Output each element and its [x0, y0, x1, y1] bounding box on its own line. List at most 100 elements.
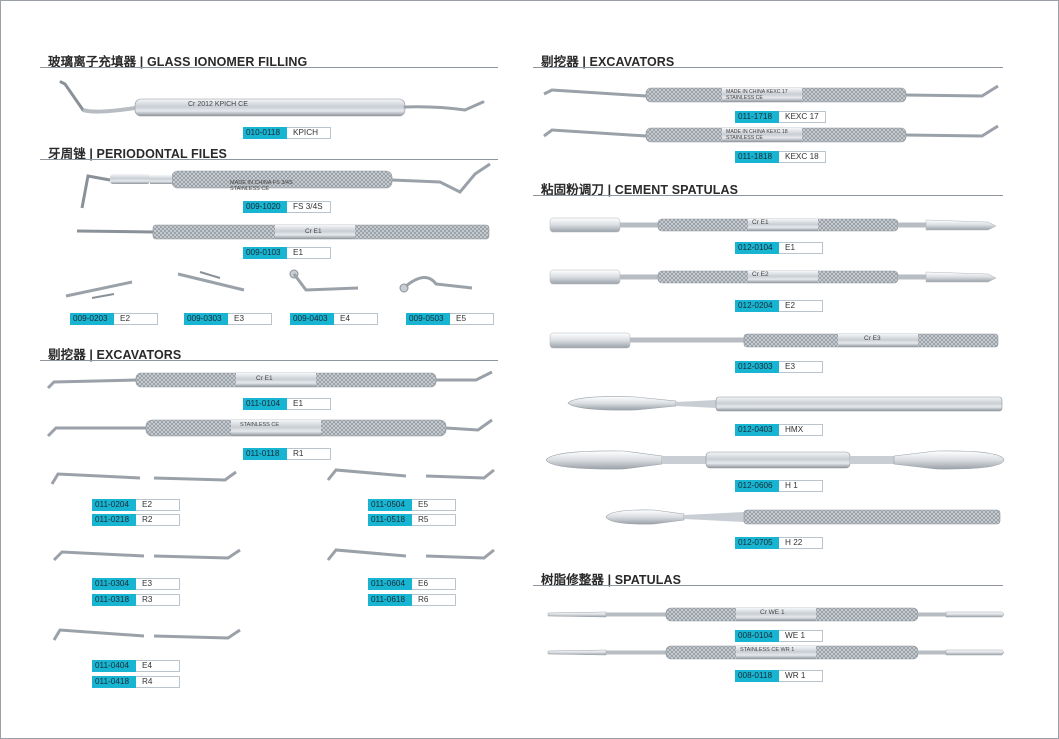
item-code: 011-1818: [735, 151, 779, 163]
item-model: WE 1: [779, 630, 823, 642]
spatula-wr1-instrument-image: [547, 645, 1005, 660]
item-code: 011-0204: [92, 499, 136, 511]
tag-excav-e1: 011-0104 E1: [243, 398, 331, 410]
item-code: 011-0118: [243, 448, 287, 460]
item-model: E3: [228, 313, 272, 325]
tag-spatula-we1: 008-0104 WE 1: [735, 630, 823, 642]
item-model: E2: [136, 499, 180, 511]
excav-e5-r5-tip-image: [326, 468, 495, 481]
item-code: 011-0304: [92, 578, 136, 590]
cement-e2-instrument-image: [549, 269, 997, 285]
tag-excav-r4: 011-0418 R4: [92, 676, 180, 688]
spatula-we1-engraving: Cr WE 1: [760, 609, 785, 616]
section-title-excavators-right: 剔挖器 | EXCAVATORS: [541, 55, 675, 69]
section-rule: [40, 67, 498, 68]
item-code: 011-0604: [368, 578, 412, 590]
item-code: 012-0705: [735, 537, 779, 549]
tag-excav-e4: 011-0404 E4: [92, 660, 180, 672]
tag-spatula-wr1: 008-0118 WR 1: [735, 670, 823, 682]
item-model: FS 3/4S: [287, 201, 331, 213]
tag-perio-e1: 009-0103 E1: [243, 247, 331, 259]
tag-cement-h22: 012-0705 H 22: [735, 537, 823, 549]
section-title-spatulas: 树脂修整器 | SPATULAS: [541, 573, 682, 587]
item-code: 008-0118: [735, 670, 779, 682]
item-model: KPICH: [287, 127, 331, 139]
item-model: H 1: [779, 480, 823, 492]
item-code: 011-0104: [243, 398, 287, 410]
item-model: E1: [287, 247, 331, 259]
item-code: 012-0303: [735, 361, 779, 373]
cement-e3-instrument-image: [549, 332, 999, 349]
tag-excav-e5: 011-0504 E5: [368, 499, 456, 511]
section-title-periodontal-files: 牙周锉 | PERIODONTAL FILES: [48, 147, 227, 161]
section-title-excavators-left: 剔挖器 | EXCAVATORS: [48, 348, 182, 362]
perio-e3-tip-image: [177, 271, 245, 292]
excav-e2-r2-tip-image: [50, 470, 237, 485]
item-code: 008-0104: [735, 630, 779, 642]
tag-fs34s: 009-1020 FS 3/4S: [243, 201, 331, 213]
excav-e1-instrument-image: [46, 370, 493, 390]
item-model: E5: [450, 313, 494, 325]
item-model: E5: [412, 499, 456, 511]
tag-excav-r6: 011-0618 R6: [368, 594, 456, 606]
item-code: 011-1718: [735, 111, 779, 123]
item-code: 011-0318: [92, 594, 136, 606]
tag-cement-e2: 012-0204 E2: [735, 300, 823, 312]
excav-e6-r6-tip-image: [326, 548, 495, 561]
item-model: E4: [136, 660, 180, 672]
item-code: 009-0503: [406, 313, 450, 325]
item-model: E3: [136, 578, 180, 590]
tag-excav-r5: 011-0518 R5: [368, 514, 456, 526]
item-code: 011-0418: [92, 676, 136, 688]
item-code: 012-0606: [735, 480, 779, 492]
fs34s-instrument-image: [80, 162, 491, 209]
item-model: R2: [136, 514, 180, 526]
item-code: 011-0218: [92, 514, 136, 526]
item-model: E6: [412, 578, 456, 590]
cement-e3-engraving: Cr E3: [864, 335, 881, 342]
section-title-glass-ionomer: 玻璃离子充填器 | GLASS IONOMER FILLING: [48, 55, 308, 69]
item-code: 012-0104: [735, 242, 779, 254]
kexc17-engraving: MADE IN CHINA KEXC 17 STAINLESS CE: [726, 89, 788, 101]
excav-r1-engraving: STAINLESS CE: [240, 422, 280, 428]
tag-excav-e3: 011-0304 E3: [92, 578, 180, 590]
tag-cement-h1: 012-0606 H 1: [735, 480, 823, 492]
perio-e2-tip-image: [65, 280, 133, 299]
tag-excav-e2: 011-0204 E2: [92, 499, 180, 511]
item-code: 012-0403: [735, 424, 779, 436]
excav-e4-r4-tip-image: [52, 628, 241, 641]
cement-e2-engraving: Cr E2: [752, 271, 769, 278]
kexc17-instrument-image: [543, 84, 999, 103]
section-rule: [40, 159, 498, 160]
item-model: E1: [287, 398, 331, 410]
item-model: E3: [779, 361, 823, 373]
perio-e5-tip-image: [399, 276, 473, 293]
item-code: 009-0203: [70, 313, 114, 325]
item-model: R5: [412, 514, 456, 526]
tag-cement-e1: 012-0104 E1: [735, 242, 823, 254]
item-code: 011-0504: [368, 499, 412, 511]
item-model: KEXC 17: [779, 111, 826, 123]
tag-perio-e4: 009-0403 E4: [290, 313, 378, 325]
perio-e1-engraving: Cr E1: [305, 228, 322, 235]
item-model: R1: [287, 448, 331, 460]
section-title-cement-spatulas: 粘固粉调刀 | CEMENT SPATULAS: [541, 183, 739, 197]
kpich-instrument-image: [59, 80, 485, 117]
cement-hmx-instrument-image: [567, 396, 1003, 412]
cement-h1-instrument-image: [545, 450, 1005, 470]
tag-excav-e6: 011-0604 E6: [368, 578, 456, 590]
cement-e1-engraving: Cr E1: [752, 219, 769, 226]
item-model: E2: [779, 300, 823, 312]
tag-excav-r2: 011-0218 R2: [92, 514, 180, 526]
perio-e1-instrument-image: [76, 224, 490, 240]
item-code: 009-0103: [243, 247, 287, 259]
kpich-engraving: Cr 2012 KPICH CE: [188, 101, 248, 108]
item-model: KEXC 18: [779, 151, 826, 163]
item-model: R6: [412, 594, 456, 606]
kexc18-engraving: MADE IN CHINA KEXC 18 STAINLESS CE: [726, 129, 788, 141]
tag-perio-e2: 009-0203 E2: [70, 313, 158, 325]
spatula-we1-instrument-image: [547, 607, 1005, 622]
item-code: 011-0404: [92, 660, 136, 672]
item-model: R4: [136, 676, 180, 688]
item-code: 012-0204: [735, 300, 779, 312]
